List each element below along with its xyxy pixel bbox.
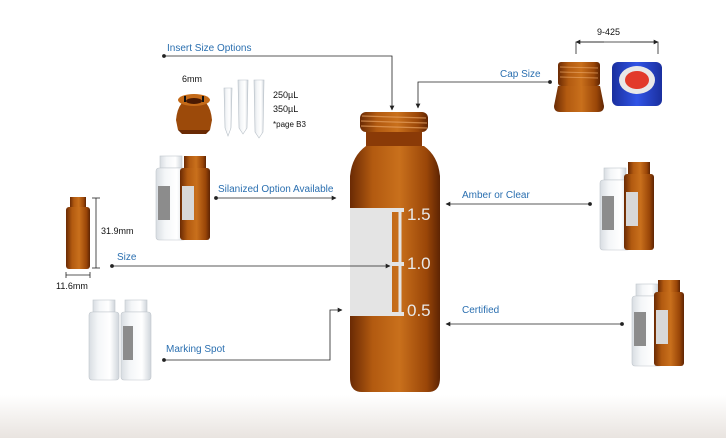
main-amber-vial xyxy=(350,112,440,392)
graduation-1-5: 1.5 xyxy=(407,205,431,224)
marking-spot xyxy=(350,208,392,316)
width-label: 11.6mm xyxy=(56,281,88,291)
page-ref-label: *page B3 xyxy=(273,120,306,129)
marking-spot-pair xyxy=(88,299,152,381)
graduation-1-0: 1.0 xyxy=(407,254,431,273)
floor-shadow xyxy=(0,395,726,438)
certified-pair xyxy=(631,280,684,367)
amber-clear-pair xyxy=(599,162,654,251)
insert-350-label: 350µL xyxy=(273,104,299,114)
callout-amber-clear: Amber or Clear xyxy=(462,190,530,201)
callout-lines xyxy=(110,54,624,362)
insert-options xyxy=(176,79,265,139)
callout-insert-size: Insert Size Options xyxy=(167,43,252,54)
callout-size: Size xyxy=(117,252,137,263)
callout-silanized: Silanized Option Available xyxy=(218,184,334,195)
cap-size-pair xyxy=(554,39,662,112)
graduation-0-5: 0.5 xyxy=(407,301,431,320)
insert-250-label: 250µL xyxy=(273,90,299,100)
callout-marking-spot: Marking Spot xyxy=(166,344,225,355)
size-vial xyxy=(65,197,100,278)
height-label: 31.9mm xyxy=(101,226,134,236)
callout-certified: Certified xyxy=(462,305,500,316)
callout-cap-size: Cap Size xyxy=(500,69,541,80)
insert-diameter-label: 6mm xyxy=(182,74,202,84)
silanized-pair xyxy=(155,155,210,241)
thread-size-label: 9-425 xyxy=(597,27,621,37)
